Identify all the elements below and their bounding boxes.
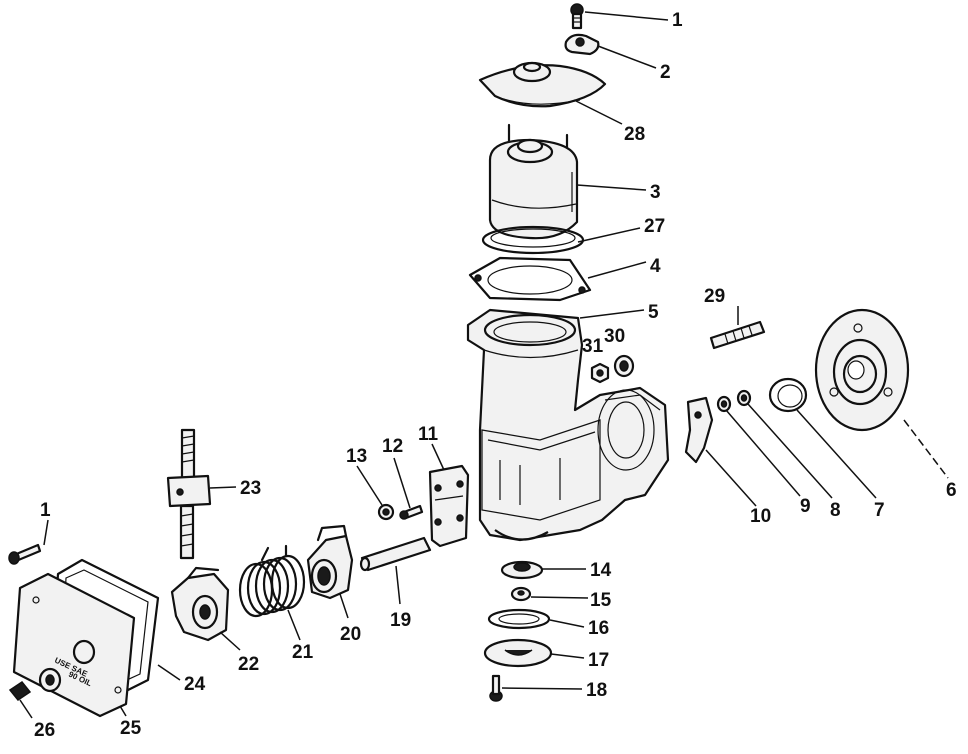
callout-19: 19 [390, 610, 411, 631]
part-20-lever [306, 524, 354, 600]
callout-16: 16 [588, 618, 609, 639]
callout-12: 12 [382, 436, 403, 457]
part-27-ring [481, 225, 585, 255]
part-31-nut [590, 362, 610, 384]
callout-1-left: 1 [40, 500, 51, 521]
part-13-nut [377, 503, 395, 521]
part-1-screw-left [8, 543, 42, 565]
leader-lines [19, 11, 949, 719]
callout-15: 15 [590, 590, 612, 611]
part-2-clamp [564, 33, 600, 56]
callout-5: 5 [648, 302, 659, 323]
callout-18: 18 [586, 680, 607, 701]
part-30-washer [613, 354, 635, 378]
callout-4: 4 [650, 256, 661, 277]
part-15-nut [510, 586, 532, 602]
part-3-solenoid [488, 123, 579, 240]
callout-29: 29 [704, 286, 725, 307]
callout-23: 23 [240, 478, 261, 499]
part-5-housing [466, 308, 670, 542]
part-14-cap [500, 560, 544, 580]
part-23-adjusting-screw [166, 428, 212, 560]
callout-22: 22 [238, 654, 259, 675]
callout-21: 21 [292, 642, 314, 663]
callout-9: 9 [800, 496, 811, 517]
callout-14: 14 [590, 560, 612, 581]
part-1-screw-top [570, 3, 584, 30]
callout-17: 17 [588, 650, 609, 671]
callout-24: 24 [184, 674, 206, 695]
callout-31: 31 [582, 336, 604, 357]
part-10-bracket [684, 396, 714, 464]
callout-26: 26 [34, 720, 55, 741]
part-26-plug [8, 680, 32, 702]
part-4-gasket [468, 256, 592, 302]
part-7-seal-ring [768, 377, 808, 413]
callout-8: 8 [830, 500, 841, 521]
part-8-nut [736, 389, 752, 407]
part-6-flange [814, 308, 910, 432]
part-12-screw [399, 504, 424, 520]
part-21-spring [238, 544, 306, 618]
callout-7: 7 [874, 500, 885, 521]
part-19-shaft [359, 536, 432, 572]
callout-28: 28 [624, 124, 645, 145]
callout-numbers: 1 2 28 3 27 4 5 29 30 31 6 7 8 9 10 11 1… [34, 10, 957, 741]
part-18-screw [489, 674, 503, 702]
callout-1-top: 1 [672, 10, 683, 31]
part-9-washer [716, 395, 732, 413]
part-28-top-cover [478, 61, 607, 108]
part-16-gasket [487, 608, 551, 630]
callout-6: 6 [946, 480, 957, 501]
part-17-plate [483, 638, 553, 668]
callout-3: 3 [650, 182, 661, 203]
part-29-stud [709, 320, 766, 350]
callout-13: 13 [346, 446, 367, 467]
callout-10: 10 [750, 506, 771, 527]
part-22-lever-arm [170, 566, 230, 642]
callout-25: 25 [120, 718, 142, 739]
callout-11: 11 [418, 424, 439, 445]
callout-30: 30 [604, 326, 625, 347]
part-11-contact-block [428, 464, 470, 548]
callout-27: 27 [644, 216, 665, 237]
part-25-cover-plate: USE SAE 90 OIL [12, 572, 136, 718]
callout-20: 20 [340, 624, 361, 645]
callout-2: 2 [660, 62, 671, 83]
